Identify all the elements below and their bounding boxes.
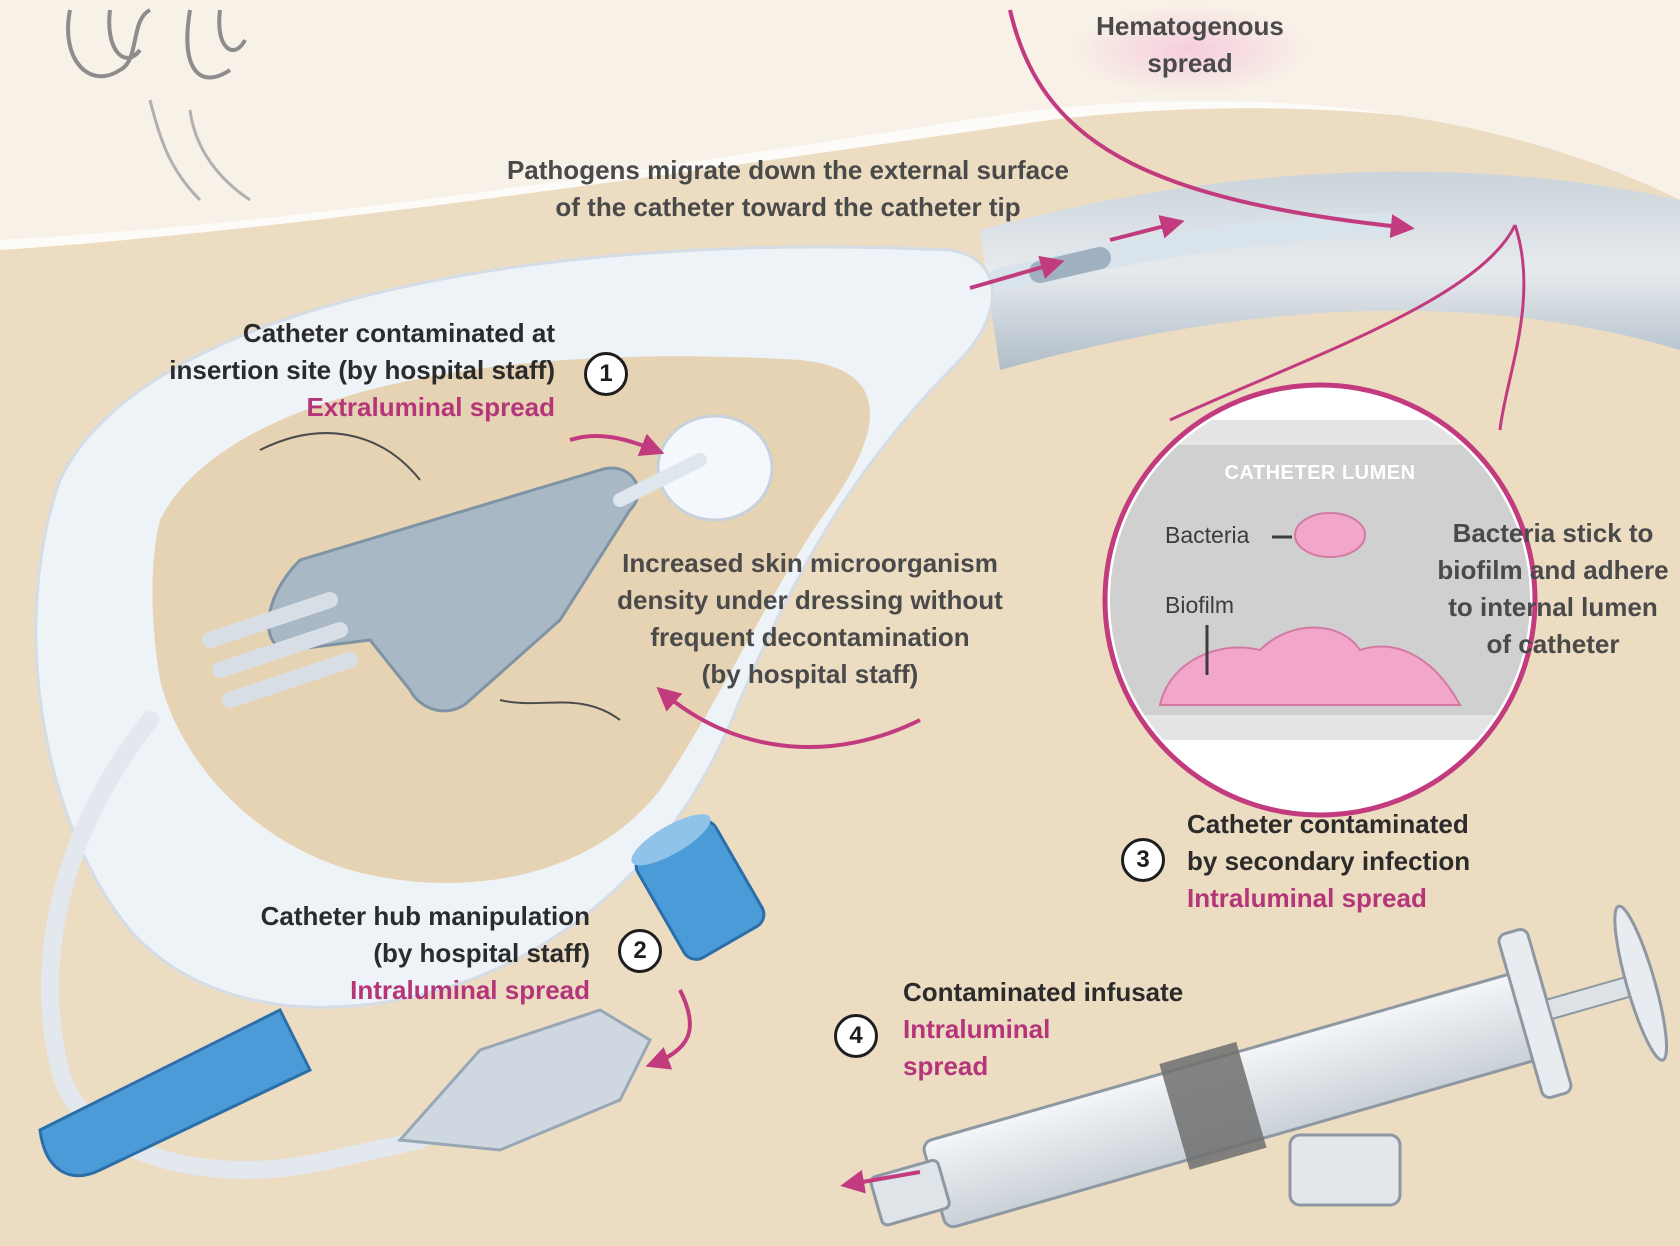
insertion-spread: Extraluminal spread: [100, 389, 555, 426]
label-contaminated-infusate: Contaminated infusate Intraluminal sprea…: [903, 974, 1233, 1085]
lumen-title: CATHETER LUMEN: [1170, 462, 1470, 485]
infusate-spread-1: Intraluminal: [903, 1011, 1233, 1048]
stick-line-4: of catheter: [1428, 626, 1678, 663]
skin-line-4: (by hospital staff): [600, 656, 1020, 693]
step-number-2: 2: [618, 929, 662, 973]
label-skin-density: Increased skin microorganism density und…: [600, 545, 1020, 693]
pathogens-line-1: Pathogens migrate down the external surf…: [478, 152, 1098, 189]
secondary-spread: Intraluminal spread: [1187, 880, 1547, 917]
secondary-line-1: Catheter contaminated: [1187, 806, 1547, 843]
label-bacteria-stick: Bacteria stick to biofilm and adhere to …: [1428, 515, 1678, 663]
infusate-spread-2: spread: [903, 1048, 1233, 1085]
step-number-3: 3: [1121, 838, 1165, 882]
hematogenous-line-1: Hematogenous: [1070, 8, 1310, 45]
hub-spread: Intraluminal spread: [180, 972, 590, 1009]
hub-line-2: (by hospital staff): [180, 935, 590, 972]
hematogenous-line-2: spread: [1070, 45, 1310, 82]
hub-line-1: Catheter hub manipulation: [180, 898, 590, 935]
label-hub-manipulation: Catheter hub manipulation (by hospital s…: [180, 898, 590, 1009]
step-number-4: 4: [834, 1014, 878, 1058]
insertion-line-2: insertion site (by hospital staff): [100, 352, 555, 389]
secondary-line-2: by secondary infection: [1187, 843, 1547, 880]
pathogens-line-2: of the catheter toward the catheter tip: [478, 189, 1098, 226]
skin-line-3: frequent decontamination: [600, 619, 1020, 656]
label-insertion-site: Catheter contaminated at insertion site …: [100, 315, 555, 426]
label-secondary-infection: Catheter contaminated by secondary infec…: [1187, 806, 1547, 917]
label-pathogens-migrate: Pathogens migrate down the external surf…: [478, 152, 1098, 226]
skin-line-2: density under dressing without: [600, 582, 1020, 619]
bacteria-blob: [1295, 513, 1365, 557]
stick-line-2: biofilm and adhere: [1428, 552, 1678, 589]
skin-line-1: Increased skin microorganism: [600, 545, 1020, 582]
step-number-1: 1: [584, 352, 628, 396]
label-hematogenous: Hematogenous spread: [1070, 8, 1310, 82]
infusate-title: Contaminated infusate: [903, 974, 1233, 1011]
biofilm-label: Biofilm: [1165, 592, 1234, 619]
bacteria-label: Bacteria: [1165, 522, 1249, 549]
stick-line-1: Bacteria stick to: [1428, 515, 1678, 552]
insertion-line-1: Catheter contaminated at: [100, 315, 555, 352]
syringe-cap: [1290, 1135, 1400, 1205]
stick-line-3: to internal lumen: [1428, 589, 1678, 626]
lumen-bottom-wall: [1100, 715, 1540, 740]
